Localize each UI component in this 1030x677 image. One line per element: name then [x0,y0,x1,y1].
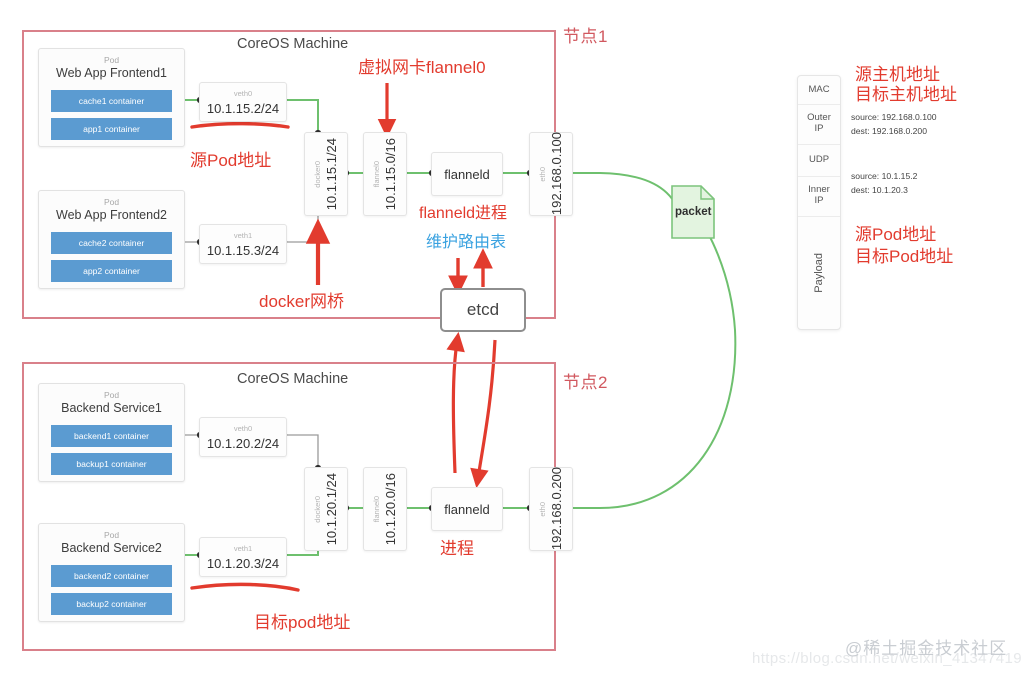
interface-box-docker0[interactable]: docker0 10.1.15.1/24 [304,132,348,216]
interface-kind-label: docker0 [313,495,322,523]
pod-card[interactable]: Pod Web App Frontend2 cache2 container a… [38,190,185,289]
payload-label: Payload [812,252,825,293]
container-box[interactable]: app1 container [51,118,172,140]
veth-ip-label: 10.1.15.3/24 [206,243,280,258]
inner-ip-source: source: 10.1.15.2 [851,171,918,181]
interface-ip-label: 192.168.0.200 [549,467,564,551]
pod-kind-label: Pod [103,197,120,207]
outer-ip-line2: IP [814,123,824,134]
pod-kind-label: Pod [103,530,120,540]
interface-ip-label: 192.168.0.100 [549,132,564,216]
interface-box-flannel0[interactable]: flannel0 10.1.15.0/16 [363,132,407,216]
interface-box-docker0[interactable]: docker0 10.1.20.1/24 [304,467,348,551]
node-2-machine-title: CoreOS Machine [237,371,349,387]
annotation-flanneld-process: flanneld进程 [419,205,508,222]
container-box[interactable]: backend1 container [51,425,172,447]
interface-ip-label: 10.1.15.0/16 [383,137,398,211]
interface-box-eth0[interactable]: eth0 192.168.0.200 [529,467,573,551]
packet-segment-payload: Payload [798,216,840,329]
annotation-process: 进程 [440,539,474,558]
veth-ip-label: 10.1.20.2/24 [206,436,280,451]
annotation-source-pod-address-right: 源Pod地址 [855,225,937,244]
node-1-label: 节点1 [563,27,608,46]
annotation-dest-pod-address-right: 目标Pod地址 [855,247,954,266]
annotation-dest-host-address: 目标主机地址 [855,85,957,104]
veth-kind-label: veth0 [233,424,253,433]
packet-segment-mac: MAC [798,76,840,105]
outer-ip-dest: dest: 192.168.0.200 [851,126,927,136]
pod-kind-label: Pod [103,390,120,400]
container-box[interactable]: cache1 container [51,90,172,112]
node-1-machine-title: CoreOS Machine [237,36,349,52]
veth-card[interactable]: veth0 10.1.15.2/24 [199,82,287,122]
interface-box-eth0[interactable]: eth0 192.168.0.100 [529,132,573,216]
packet-segment-outer-ip: Outer IP [798,104,840,145]
veth-ip-label: 10.1.15.2/24 [206,101,280,116]
interface-ip-label: 10.1.20.1/24 [324,472,339,546]
veth-kind-label: veth1 [233,231,253,240]
inner-ip-line1: Inner [808,184,830,196]
pod-title: Web App Frontend1 [56,66,167,80]
packet-segment-inner-ip: Inner IP [798,176,840,217]
annotation-maintain-route-table: 维护路由表 [426,234,507,251]
pod-card[interactable]: Pod Backend Service1 backend1 container … [38,383,185,482]
annotation-dest-pod-address: 目标pod地址 [254,613,351,632]
pod-title: Backend Service1 [61,401,162,415]
container-box[interactable]: backup2 container [51,593,172,615]
veth-card[interactable]: veth1 10.1.15.3/24 [199,224,287,264]
packet-label: packet [675,206,712,218]
interface-ip-label: 10.1.15.1/24 [324,137,339,211]
veth-kind-label: veth0 [233,89,253,98]
outer-ip-line1: Outer [807,112,831,124]
container-box[interactable]: backend2 container [51,565,172,587]
container-box[interactable]: cache2 container [51,232,172,254]
annotation-source-host-address: 源主机地址 [855,65,940,84]
container-box[interactable]: backup1 container [51,453,172,475]
interface-kind-label: flannel0 [372,160,381,188]
interface-ip-label: 10.1.20.0/16 [383,472,398,546]
inner-ip-line2: IP [814,195,824,206]
veth-kind-label: veth1 [233,544,253,553]
inner-ip-dest: dest: 10.1.20.3 [851,185,908,195]
packet-structure-panel: MAC Outer IP UDP Inner IP Payload [797,75,841,330]
veth-card[interactable]: veth1 10.1.20.3/24 [199,537,287,577]
interface-kind-label: docker0 [313,160,322,188]
interface-kind-label: flannel0 [372,495,381,523]
packet-segment-udp: UDP [798,144,840,177]
pod-card[interactable]: Pod Backend Service2 backend2 container … [38,523,185,622]
etcd-box[interactable]: etcd [440,288,526,332]
interface-kind-label: eth0 [538,166,547,182]
outer-ip-source: source: 192.168.0.100 [851,112,937,122]
watermark-url: https://blog.csdn.net/weixin_41347419 [752,650,1022,667]
pod-title: Web App Frontend2 [56,208,167,222]
flanneld-box[interactable]: flanneld [431,152,503,196]
annotation-source-pod-address: 源Pod地址 [190,151,272,170]
annotation-virtual-nic-flannel0: 虚拟网卡flannel0 [358,58,486,77]
interface-kind-label: eth0 [538,501,547,517]
pod-kind-label: Pod [103,55,120,65]
container-box[interactable]: app2 container [51,260,172,282]
flanneld-box[interactable]: flanneld [431,487,503,531]
pod-title: Backend Service2 [61,541,162,555]
pod-card[interactable]: Pod Web App Frontend1 cache1 container a… [38,48,185,147]
veth-ip-label: 10.1.20.3/24 [206,556,280,571]
node-2-label: 节点2 [563,373,608,392]
annotation-docker-bridge: docker网桥 [259,292,345,311]
veth-card[interactable]: veth0 10.1.20.2/24 [199,417,287,457]
interface-box-flannel0[interactable]: flannel0 10.1.20.0/16 [363,467,407,551]
watermark-community: @稀土掘金技术社区 [845,639,1008,658]
